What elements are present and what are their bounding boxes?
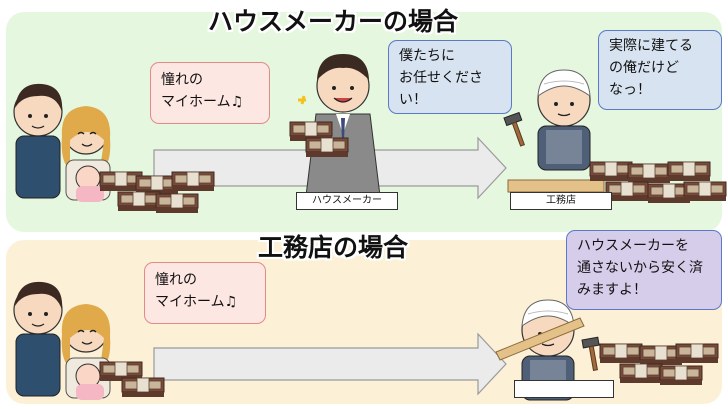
bubble-text: なっ！ [609, 82, 651, 98]
flow-arrow-bottom [153, 332, 507, 396]
bubble-text: の俺だけど [609, 60, 679, 76]
family-speech-bubble-bottom: 憧れの マイホーム♫ [144, 262, 266, 324]
family-speech-bubble-top: 憧れの マイホーム♫ [150, 62, 270, 124]
bubble-text: い！ [399, 92, 427, 108]
bubble-text: 憧れの [155, 272, 197, 288]
bubble-text: マイホーム♫ [155, 294, 238, 310]
carpenter-speech-bubble-top: 実際に建てる の俺だけど なっ！ [598, 30, 722, 110]
bubble-text: お任せくださ [399, 70, 483, 86]
bubble-text: 実際に建てる [609, 38, 693, 54]
carpenter-speech-bubble-bottom: ハウスメーカーを 通さないから安く済 みますよ！ [566, 230, 722, 310]
salesman-speech-bubble: 僕たちに お任せくださ い！ [388, 40, 512, 114]
bubble-text: 僕たちに [399, 48, 455, 64]
bubble-text: 通さないから安く済 [577, 260, 703, 276]
bubble-text: みますよ！ [577, 282, 647, 298]
builder-heading: 工務店の場合 [258, 233, 409, 262]
house-maker-label: ハウスメーカー [296, 192, 398, 210]
bubble-text: 憧れの [161, 72, 203, 88]
bubble-text: マイホーム♫ [161, 94, 244, 110]
bubble-text: ハウスメーカーを [577, 238, 689, 254]
builder-label-top: 工務店 [510, 192, 612, 210]
house-maker-heading: ハウスメーカーの場合 [208, 7, 459, 36]
builder-label-bottom [514, 380, 614, 398]
